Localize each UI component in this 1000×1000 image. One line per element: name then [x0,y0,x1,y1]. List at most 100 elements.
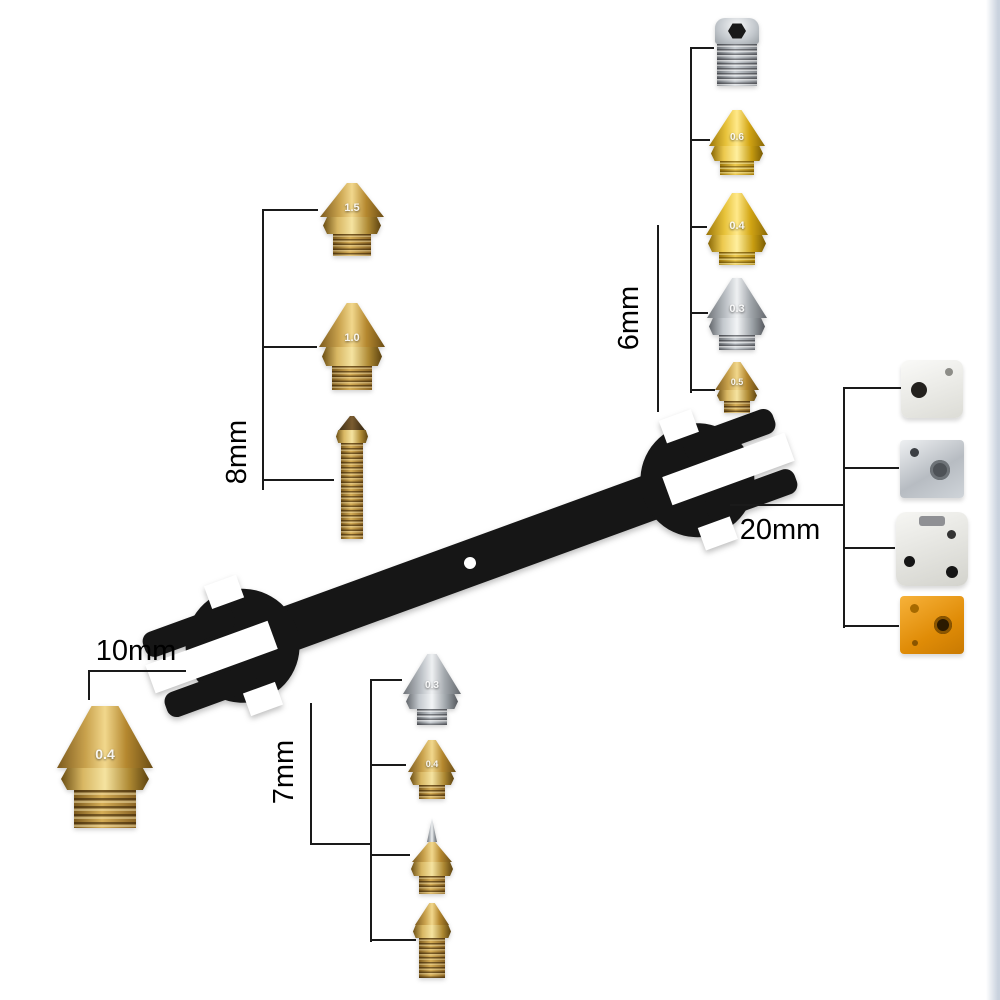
nozzle-size-label: 0.3 [425,680,439,691]
nozzle-size-label: 0.4 [95,746,115,762]
nozzle-thread [74,790,136,828]
bracket-8mm-vertical [262,210,264,490]
nozzle-cone: 0.4 [706,193,768,235]
nozzle-hex [717,390,757,401]
block-hole [910,604,919,613]
nozzle-size-label: 1.0 [344,332,360,344]
wrench-jaw-right [662,432,795,506]
nozzle-hex [61,768,149,790]
needle-tip [427,818,437,842]
bracket-6mm-tick-5 [690,389,715,391]
nozzle-mk8-steel: 0.3 [707,278,767,350]
nozzle-cone: 0.6 [709,110,765,146]
nozzle-thread [419,938,445,978]
nozzle-thread [419,785,445,799]
block-screw [946,566,958,578]
wrench-center-hole [464,557,476,569]
bracket-20mm-tick-1 [843,387,901,389]
block-hole [910,448,919,457]
nozzle-hex [708,235,766,252]
nozzle-cone: 0.4 [57,706,153,768]
dimension-line-20mm [730,504,843,506]
block-hole [934,616,952,634]
nozzle-cone: 0.4 [408,740,456,772]
bracket-6mm-vertical [690,48,692,393]
bracket-7mm-tick-2 [370,764,406,766]
nozzle-needle-tip [411,818,453,894]
bracket-8mm-tick-2 [262,346,317,348]
block-hole [911,382,927,398]
nozzle-v6-brass: 0.4 [408,740,456,799]
nozzle-thread [419,876,445,894]
dimension-label-8mm: 8mm [221,419,253,485]
throat-hex [336,430,368,443]
bracket-7mm-tick-3 [370,854,410,856]
heater-block-aluminum [900,440,964,498]
hex-socket-screw [715,18,759,86]
block-slot [919,516,945,526]
block-hole [930,460,950,480]
nozzle-cone: 0.3 [403,654,461,694]
nozzle-hex [711,146,763,161]
bracket-6mm-tick-2 [690,139,710,141]
nozzle-size-label: 0.4 [425,759,439,769]
nozzle-size-label: 0.5 [730,377,744,387]
bracket-6mm-tick-4 [690,312,708,314]
nozzle-cone: 1.0 [319,303,385,347]
nozzle-hex [411,862,453,876]
nozzle-volcano-long [413,903,451,978]
nozzle-cone: 0.5 [715,362,759,390]
nozzle-thread [417,709,447,725]
nozzle-mk8-brass-small: 0.5 [715,362,759,413]
nozzle-size-label: 0.6 [730,132,744,143]
nozzle-thread [720,161,754,175]
nozzle-mk8-gold-large: 0.4 [706,193,768,265]
nozzle-thread [724,401,750,413]
nozzle-size-label: 0.3 [729,303,745,315]
block-hole [945,368,953,376]
dimension-line-7mm-connector [310,843,370,845]
nozzle-cone: 1.5 [320,183,384,217]
throat-thread [341,443,363,539]
screw-top-face [715,18,759,44]
bracket-7mm-tick-1 [370,679,402,681]
dimension-label-6mm: 6mm [613,285,645,351]
nozzle-hex [413,925,451,938]
bracket-20mm-vertical [843,388,845,628]
nozzle-mk8-brass-large: 1.5 [320,183,384,256]
bracket-6mm-tick-3 [690,226,707,228]
dimension-line-10mm-h [88,670,186,672]
multi-wrench [142,408,798,718]
throat-tip [339,416,365,430]
bracket-20mm-tick-3 [843,547,895,549]
bracket-7mm-tick-4 [370,939,416,941]
nozzle-thread [719,335,755,350]
nozzle-thread [719,252,755,265]
nozzle-cone: 0.3 [707,278,767,318]
dimension-line-7mm [310,703,312,845]
nozzle-hex [410,772,454,785]
nozzle-mk8-gold-small: 0.6 [709,110,765,175]
block-screw [904,556,915,567]
nozzle-hex [709,318,765,335]
nozzle-thread [332,366,372,390]
dimension-label-7mm: 7mm [268,739,300,805]
heater-block-silicone-sock [896,512,968,586]
bracket-20mm-tick-4 [843,625,899,627]
bracket-7mm-vertical [370,680,372,942]
nozzle-mk8-brass-medium: 1.0 [319,303,385,390]
nozzle-throat-tube [336,416,368,539]
dimension-line-6mm [657,225,659,412]
nozzle-size-label: 0.4 [729,220,745,232]
bracket-8mm-tick-1 [262,209,318,211]
nozzle-hex [322,347,382,366]
heater-block-white-sock [901,360,963,418]
wrench-jaw-left [145,620,278,694]
bracket-20mm-tick-2 [843,467,899,469]
nozzle-thread [333,234,371,256]
nozzle-hex [406,694,458,709]
dimension-label-10mm: 10mm [95,635,177,667]
heater-block-orange [900,596,964,654]
nozzle-size-label: 1.5 [344,202,360,214]
